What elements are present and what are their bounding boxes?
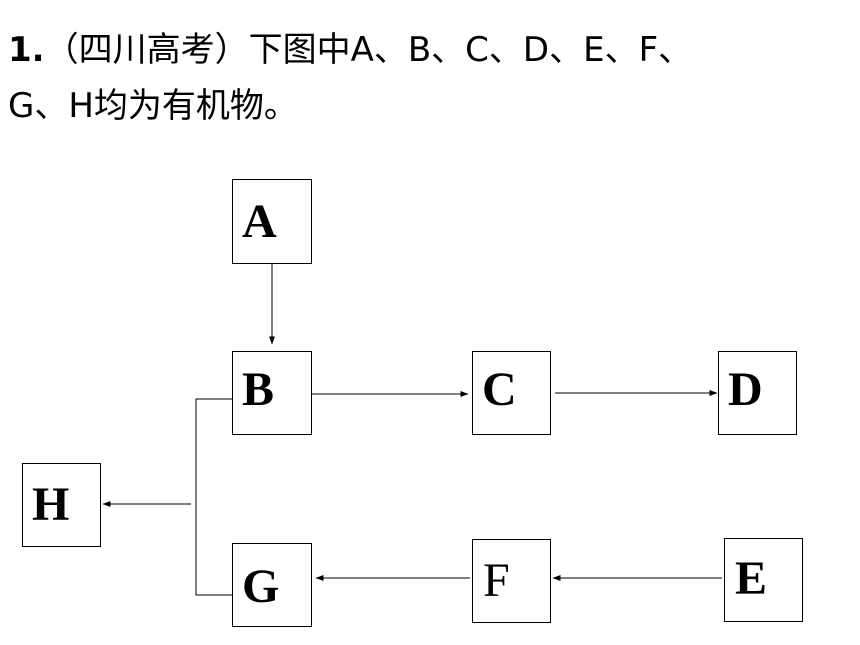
node-d-label: D (728, 363, 763, 416)
question-source: （四川高考） (44, 30, 249, 70)
node-b-label: B (242, 363, 275, 416)
node-h: H (22, 463, 101, 547)
node-c: C (472, 351, 551, 435)
node-h-label: H (32, 478, 70, 531)
node-e-label: E (735, 552, 768, 605)
question-text-line-1: 下图中A、B、C、D、E、F、 (248, 30, 693, 70)
question-number: 1. (8, 30, 45, 70)
question-line-1: 1.（四川高考）下图中A、B、C、D、E、F、 (8, 30, 692, 70)
node-a-label: A (242, 195, 277, 248)
node-g: G (232, 543, 312, 627)
node-f: F (472, 539, 551, 623)
node-d: D (718, 351, 797, 435)
node-b: B (232, 351, 312, 435)
node-e: E (724, 538, 803, 622)
question-text-line-2: G、H均为有机物。 (8, 86, 298, 126)
node-c-label: C (482, 363, 517, 416)
node-g-label: G (242, 560, 280, 613)
node-a: A (232, 179, 312, 264)
bracket-b-g (195, 398, 232, 596)
question-line-2: G、H均为有机物。 (8, 86, 298, 126)
node-f-label: F (483, 554, 510, 607)
